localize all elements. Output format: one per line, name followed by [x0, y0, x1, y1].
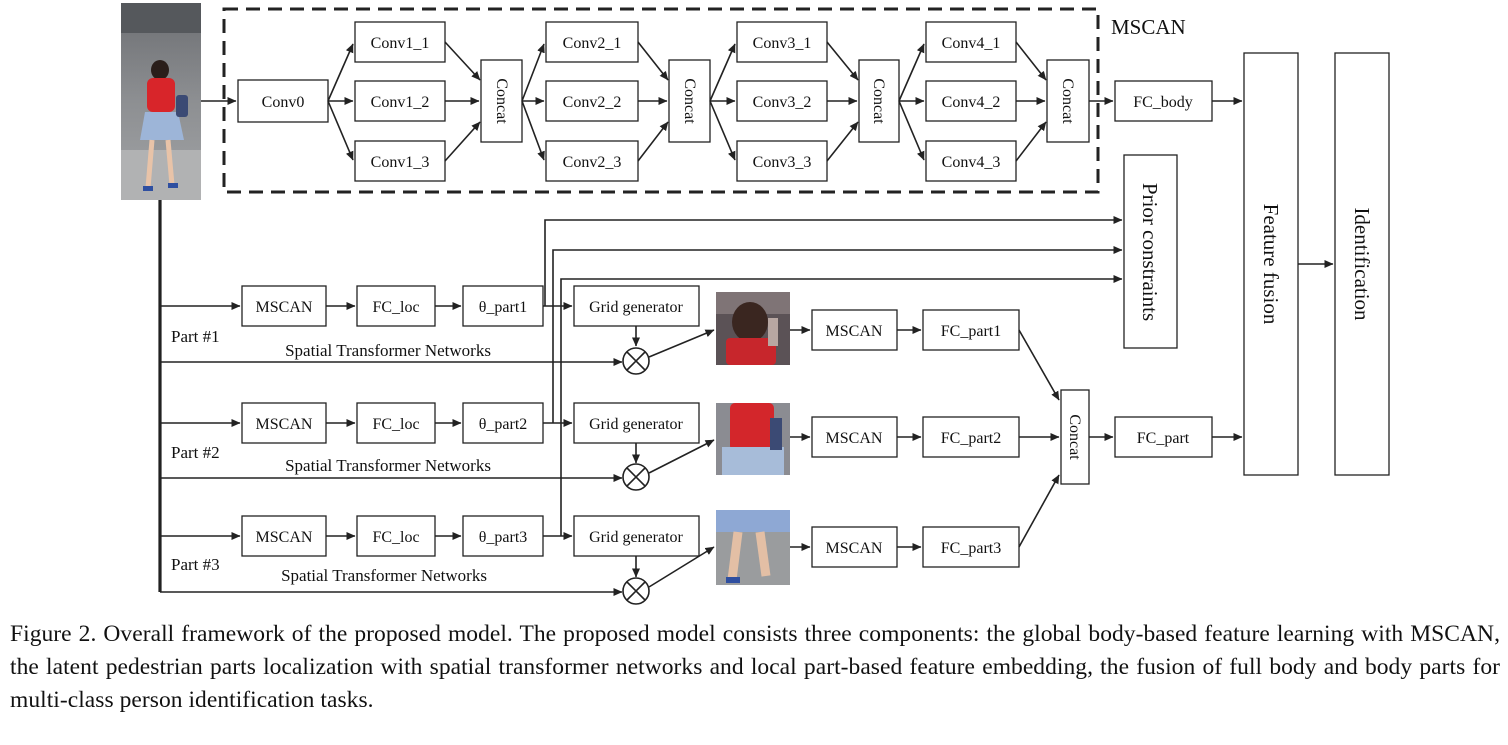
part-3-branch: MSCAN FC_loc θ_part3 Grid generator Part… — [160, 510, 1020, 605]
conv3-2-box — [736, 80, 828, 122]
framework-diagram: MSCAN Conv0 Conv1_1 Conv1_2 Conv1_3 Conc… — [121, 3, 1390, 605]
identification-label: Identification — [1350, 207, 1374, 321]
conv2-2-box — [545, 80, 639, 122]
part-1-crop-image — [716, 292, 790, 365]
part-2-mscan-label: MSCAN — [256, 416, 313, 433]
parts-fusion-path: Concat FC_part — [1018, 329, 1243, 548]
concat-1-box — [480, 59, 523, 143]
part-1-fc-loc-label: FC_loc — [372, 299, 419, 316]
part-1-theta-label: θ_part1 — [479, 299, 528, 316]
part-2-crop-image — [716, 403, 790, 475]
part-1-grid-label: Grid generator — [589, 299, 683, 316]
part-3-fc-loc-label: FC_loc — [372, 529, 419, 546]
part-3-grid-label: Grid generator — [589, 529, 683, 546]
concat-3-label: Concat — [870, 78, 887, 124]
part-3-mscan2-label: MSCAN — [826, 540, 883, 557]
concat-4-box — [1046, 59, 1090, 143]
part-3-fc-part-label: FC_part3 — [941, 540, 1001, 557]
conv2-2-label: Conv2_2 — [563, 94, 622, 111]
part-3-theta-label: θ_part3 — [479, 529, 528, 546]
part-1-branch: MSCAN FC_loc θ_part1 Grid generator Part… — [160, 285, 1020, 375]
part-1-mscan-label: MSCAN — [256, 299, 313, 316]
conv1-1-label: Conv1_1 — [371, 35, 430, 52]
mscan-title: MSCAN — [1111, 15, 1186, 39]
prior-constraints-box — [1123, 154, 1178, 349]
conv4-1-label: Conv4_1 — [942, 35, 1001, 52]
conv3-1-label: Conv3_1 — [753, 35, 812, 52]
identification-box — [1334, 52, 1390, 476]
fc-body-box — [1114, 80, 1213, 122]
prior-constraints-label: Prior constraints — [1138, 183, 1162, 321]
part-3-crop-image — [716, 510, 790, 585]
conv2-3-label: Conv2_3 — [563, 154, 622, 171]
prior-constraint-feeders — [544, 216, 1123, 536]
conv4-2-box — [925, 80, 1017, 122]
concat-2-label: Concat — [681, 78, 698, 124]
conv4-3-box — [925, 140, 1017, 182]
concat-3-box — [858, 59, 900, 143]
conv1-3-label: Conv1_3 — [371, 154, 430, 171]
conv1-2-label: Conv1_2 — [371, 94, 430, 111]
fc-part-label: FC_part — [1137, 430, 1190, 447]
part-1-fc-part-label: FC_part1 — [941, 323, 1001, 340]
concat-1-label: Concat — [493, 78, 510, 124]
part-2-stn-label: Spatial Transformer Networks — [285, 456, 491, 475]
conv2-1-label: Conv2_1 — [563, 35, 622, 52]
concat-2-box — [668, 59, 711, 143]
part-1-mscan2-label: MSCAN — [826, 323, 883, 340]
part-2-branch: MSCAN FC_loc θ_part2 Grid generator Part… — [160, 402, 1020, 491]
part-3-stn-label: Spatial Transformer Networks — [281, 566, 487, 585]
conv4-2-label: Conv4_2 — [942, 94, 1001, 111]
figure-caption: Figure 2. Overall framework of the propo… — [10, 621, 1500, 713]
conv0-box — [237, 79, 329, 123]
conv3-2-label: Conv3_2 — [753, 94, 812, 111]
part-3-mscan-label: MSCAN — [256, 529, 313, 546]
concat-4-label: Concat — [1059, 78, 1076, 124]
conv3-3-label: Conv3_3 — [753, 154, 812, 171]
part-2-fc-part-label: FC_part2 — [941, 430, 1001, 447]
part-1-label: Part #1 — [171, 327, 220, 346]
part-2-mscan2-label: MSCAN — [826, 430, 883, 447]
part-3-label: Part #3 — [171, 555, 220, 574]
fc-body-label: FC_body — [1133, 94, 1193, 111]
part-1-stn-label: Spatial Transformer Networks — [285, 341, 491, 360]
conv1-1-box — [354, 21, 446, 63]
mscan-connectors — [201, 41, 1243, 162]
input-pedestrian-image — [121, 3, 201, 200]
part-2-theta-label: θ_part2 — [479, 416, 528, 433]
part-2-label: Part #2 — [171, 443, 220, 462]
conv1-2-box — [354, 80, 446, 122]
conv4-3-label: Conv4_3 — [942, 154, 1001, 171]
feature-fusion-box — [1243, 52, 1299, 476]
feature-fusion-label: Feature fusion — [1259, 204, 1283, 325]
conv0-label: Conv0 — [262, 94, 305, 111]
part-2-grid-label: Grid generator — [589, 416, 683, 433]
part-2-fc-loc-label: FC_loc — [372, 416, 419, 433]
parts-concat-label: Concat — [1066, 414, 1083, 460]
